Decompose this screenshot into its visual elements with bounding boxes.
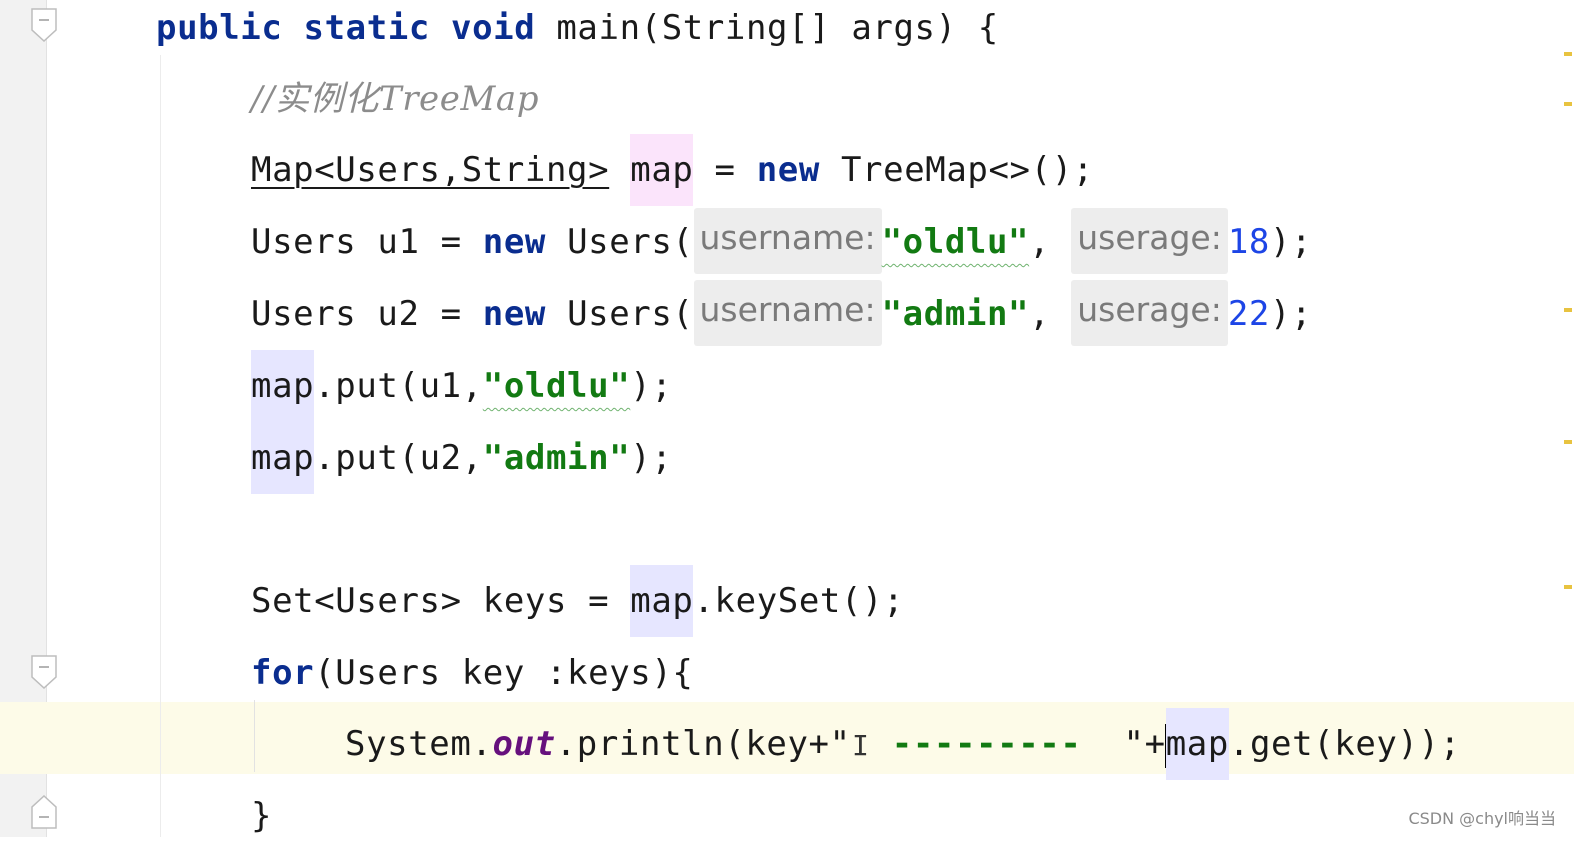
code-line-1[interactable]: public static void main(String[] args) { [156, 0, 999, 58]
variable-usage-highlight[interactable]: map [251, 422, 315, 494]
scrollbar-warning-marker[interactable] [1564, 440, 1572, 444]
number-literal: 18 [1227, 222, 1270, 262]
code-text: , [1029, 222, 1072, 262]
code-text: .put(u1, [314, 366, 483, 406]
code-text: " [1123, 724, 1145, 764]
keyword: for [251, 653, 315, 693]
code-text: ); [630, 438, 673, 478]
code-text: TreeMap<>(); [819, 150, 1094, 190]
code-line-4[interactable]: Users u1 = new Users(username:"oldlu", u… [251, 208, 1313, 274]
type-reference[interactable]: Map<Users,String> [251, 150, 610, 190]
closing-brace: } [251, 796, 273, 836]
variable-usage-highlight[interactable]: map [1165, 708, 1229, 780]
string-literal: "oldlu" [482, 366, 631, 406]
indent-guide [160, 55, 161, 837]
indent-guide [254, 700, 255, 772]
code-line-7[interactable]: map.put(u2,"admin"); [251, 422, 673, 494]
code-text: ); [1269, 294, 1313, 334]
code-text: + [1144, 724, 1166, 764]
scrollbar-warning-marker[interactable] [1564, 102, 1572, 106]
code-line-5[interactable]: Users u2 = new Users(username:"admin", u… [251, 280, 1313, 346]
code-text: Users u1 = [251, 222, 483, 262]
code-text: System. [345, 724, 493, 764]
mouse-ibeam-icon: I [851, 729, 870, 762]
keyword: new [756, 150, 820, 190]
keyword: public [156, 8, 283, 48]
code-line-11[interactable]: } [251, 786, 272, 846]
code-line-9[interactable]: for(Users key :keys){ [251, 643, 693, 703]
code-text: ); [1269, 222, 1313, 262]
string-literal: --------- [870, 724, 1124, 764]
string-literal: "admin" [482, 438, 631, 478]
code-text: main(String[] args) { [556, 8, 999, 48]
keyword: static [303, 8, 430, 48]
code-line-8[interactable]: Set<Users> keys = map.keySet(); [251, 565, 905, 637]
code-text: = [693, 150, 757, 190]
code-line-2[interactable]: //实例化TreeMap [251, 69, 539, 129]
code-text: Set<Users> keys = [251, 581, 631, 621]
string-literal: "oldlu" [881, 222, 1030, 262]
static-field: out [492, 724, 556, 764]
code-line-3[interactable]: Map<Users,String> map = new TreeMap<>(); [251, 134, 1094, 206]
code-text: .get(key)); [1228, 724, 1461, 764]
variable-usage-highlight[interactable]: map [630, 565, 694, 637]
fold-expand-end-icon[interactable] [31, 795, 57, 829]
fold-collapse-icon[interactable] [31, 8, 57, 42]
fold-collapse-icon[interactable] [31, 655, 57, 689]
watermark: CSDN @chyl响当当 [1408, 809, 1556, 828]
scrollbar-warning-marker[interactable] [1564, 52, 1572, 56]
code-line-10[interactable]: System.out.println(key+"I --------- "+ma… [345, 708, 1461, 780]
code-text: Users( [546, 294, 694, 334]
parameter-hint: userage: [1071, 280, 1228, 346]
code-comment: //实例化TreeMap [251, 79, 540, 119]
scrollbar-warning-marker[interactable] [1564, 308, 1572, 312]
editor-gutter [0, 0, 47, 837]
variable-declaration-highlight[interactable]: map [630, 134, 694, 206]
scrollbar-warning-marker[interactable] [1564, 585, 1572, 589]
parameter-hint: userage: [1071, 208, 1228, 274]
code-line-6[interactable]: map.put(u1,"oldlu"); [251, 350, 673, 422]
parameter-hint: username: [693, 208, 882, 274]
code-text: .put(u2, [314, 438, 483, 478]
code-text: .println(key+" [555, 724, 851, 764]
code-text: .keySet(); [693, 581, 905, 621]
variable-usage-highlight[interactable]: map [251, 350, 315, 422]
string-literal: "admin" [881, 294, 1030, 334]
number-literal: 22 [1227, 294, 1270, 334]
code-text: (Users key :keys){ [314, 653, 694, 693]
code-text: Users( [546, 222, 694, 262]
code-text: , [1029, 294, 1072, 334]
parameter-hint: username: [693, 280, 882, 346]
code-text: Users u2 = [251, 294, 483, 334]
code-text: ); [630, 366, 673, 406]
keyword: new [482, 222, 546, 262]
keyword: void [451, 8, 536, 48]
keyword: new [482, 294, 546, 334]
current-line-highlight [0, 702, 1574, 774]
